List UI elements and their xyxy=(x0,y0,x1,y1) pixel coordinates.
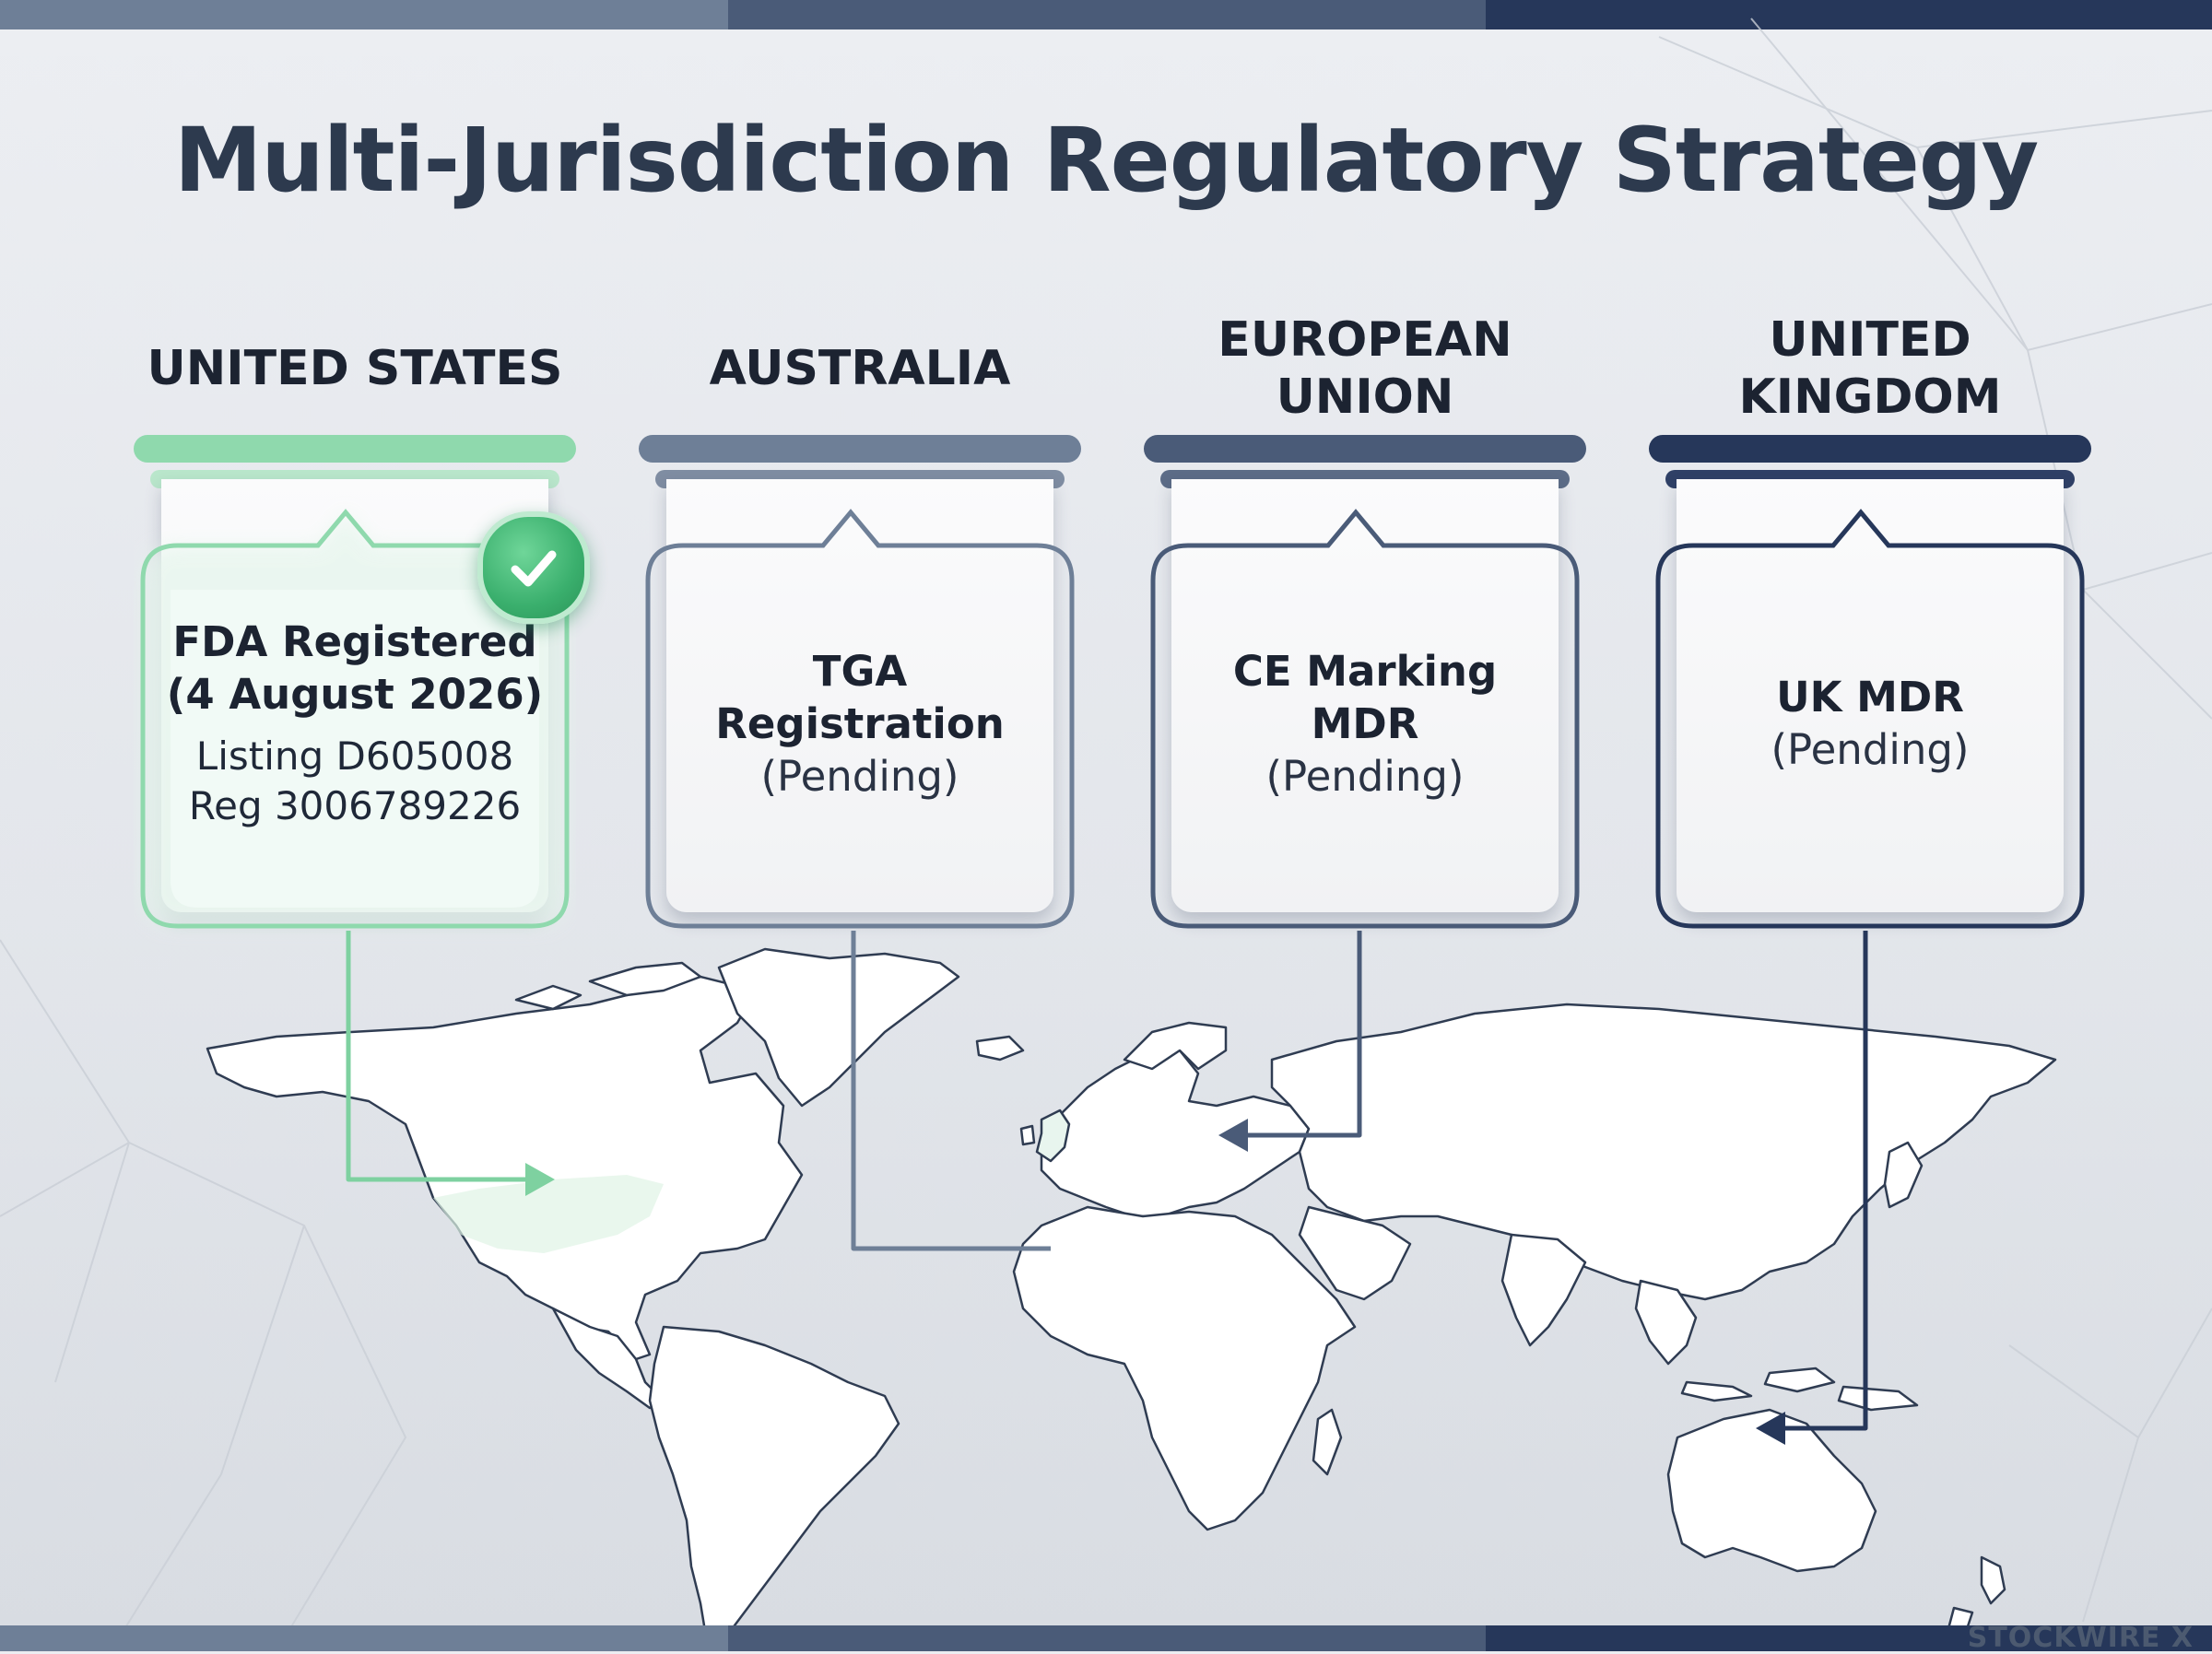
card-frame xyxy=(645,509,1075,929)
status-card xyxy=(666,479,1053,912)
status-title: UK MDR xyxy=(1776,673,1964,721)
uk-landmass xyxy=(1035,1109,1071,1163)
region-heading-united-states: UNITED STATES xyxy=(134,309,576,428)
region-heading-australia: AUSTRALIA xyxy=(639,309,1081,428)
registration-number: Reg 3006789226 xyxy=(188,783,522,828)
southeast-asia-landmass xyxy=(1634,1279,1698,1366)
status-pending: (Pending) xyxy=(760,751,959,801)
south-america-landmass xyxy=(648,1325,900,1642)
status-card-text: CE Marking MDR (Pending) xyxy=(1171,553,1559,894)
rail-top xyxy=(1144,435,1586,463)
status-card xyxy=(1171,479,1559,912)
india-landmass xyxy=(1500,1233,1587,1347)
status-card xyxy=(1677,479,2064,912)
top-accent-bar xyxy=(0,0,2212,29)
column-united-kingdom: UNITED KINGDOM UK MDR (Pending) xyxy=(1649,0,2091,968)
arctic-islands xyxy=(588,961,702,997)
connector-uk xyxy=(1774,931,1868,1431)
africa-landmass xyxy=(1012,1205,1357,1531)
asia-landmass xyxy=(1270,1003,2057,1301)
new-zealand xyxy=(1980,1555,2006,1605)
status-title: CE Marking xyxy=(1232,646,1498,696)
status-date: (4 August 2026) xyxy=(166,670,544,719)
status-subtitle: Registration xyxy=(715,698,1005,748)
japan-landmass xyxy=(1883,1141,1924,1209)
rail-top xyxy=(639,435,1081,463)
arrowhead-us xyxy=(525,1163,555,1196)
card-frame xyxy=(1150,509,1580,929)
bottom-accent-bar xyxy=(0,1625,2212,1651)
status-pending: (Pending) xyxy=(1771,725,1970,774)
arrowhead-uk xyxy=(1756,1412,1785,1445)
region-heading-european-union: EUROPEAN UNION xyxy=(1144,309,1586,428)
madagascar xyxy=(1312,1408,1343,1476)
watermark: STOCKWIRE X xyxy=(1967,1622,2194,1654)
region-heading-line: UNITED xyxy=(1769,312,1971,368)
scandinavia-landmass xyxy=(1123,1021,1228,1071)
region-heading-line: UNION xyxy=(1276,370,1454,425)
arrowhead-eu xyxy=(1218,1119,1248,1152)
iceland xyxy=(975,1035,1025,1062)
greenland-landmass xyxy=(717,947,960,1108)
status-card-text: TGA Registration (Pending) xyxy=(666,553,1053,894)
rail-top xyxy=(1649,435,2091,463)
status-pending: (Pending) xyxy=(1265,751,1465,801)
connector-australia xyxy=(851,931,1051,1251)
column-united-states: UNITED STATES FDA Registered (4 August 2… xyxy=(134,0,576,968)
card-frame xyxy=(1655,509,2085,929)
connector-us xyxy=(346,931,535,1182)
column-european-union: EUROPEAN UNION CE Marking MDR (Pending) xyxy=(1144,0,1586,968)
status-card-text: UK MDR (Pending) xyxy=(1677,553,2064,894)
status-card-text: FDA Registered (4 August 2026) Listing D… xyxy=(161,553,548,894)
status-title: FDA Registered xyxy=(172,617,537,666)
middle-east-landmass xyxy=(1298,1205,1412,1301)
australia-landmass xyxy=(1666,1408,1877,1573)
column-australia: AUSTRALIA TGA Registration (Pending) xyxy=(639,0,1081,968)
status-subtitle: MDR xyxy=(1311,698,1419,748)
status-title: TGA xyxy=(812,646,908,696)
region-heading-line: KINGDOM xyxy=(1738,370,2002,425)
region-heading-line: UNITED STATES xyxy=(147,341,563,396)
indonesia-islands xyxy=(1680,1380,1753,1402)
region-heading-united-kingdom: UNITED KINGDOM xyxy=(1649,309,2091,428)
listing-number: Listing D605008 xyxy=(195,733,514,779)
connector-eu xyxy=(1240,931,1362,1138)
us-highlight xyxy=(433,1175,664,1253)
region-heading-line: EUROPEAN xyxy=(1218,312,1512,368)
check-circle-icon xyxy=(477,511,590,624)
rail-top xyxy=(134,435,576,463)
card-frame xyxy=(140,509,570,929)
region-heading-line: AUSTRALIA xyxy=(709,341,1011,396)
page-title: Multi-Jurisdiction Regulatory Strategy xyxy=(173,109,2039,212)
